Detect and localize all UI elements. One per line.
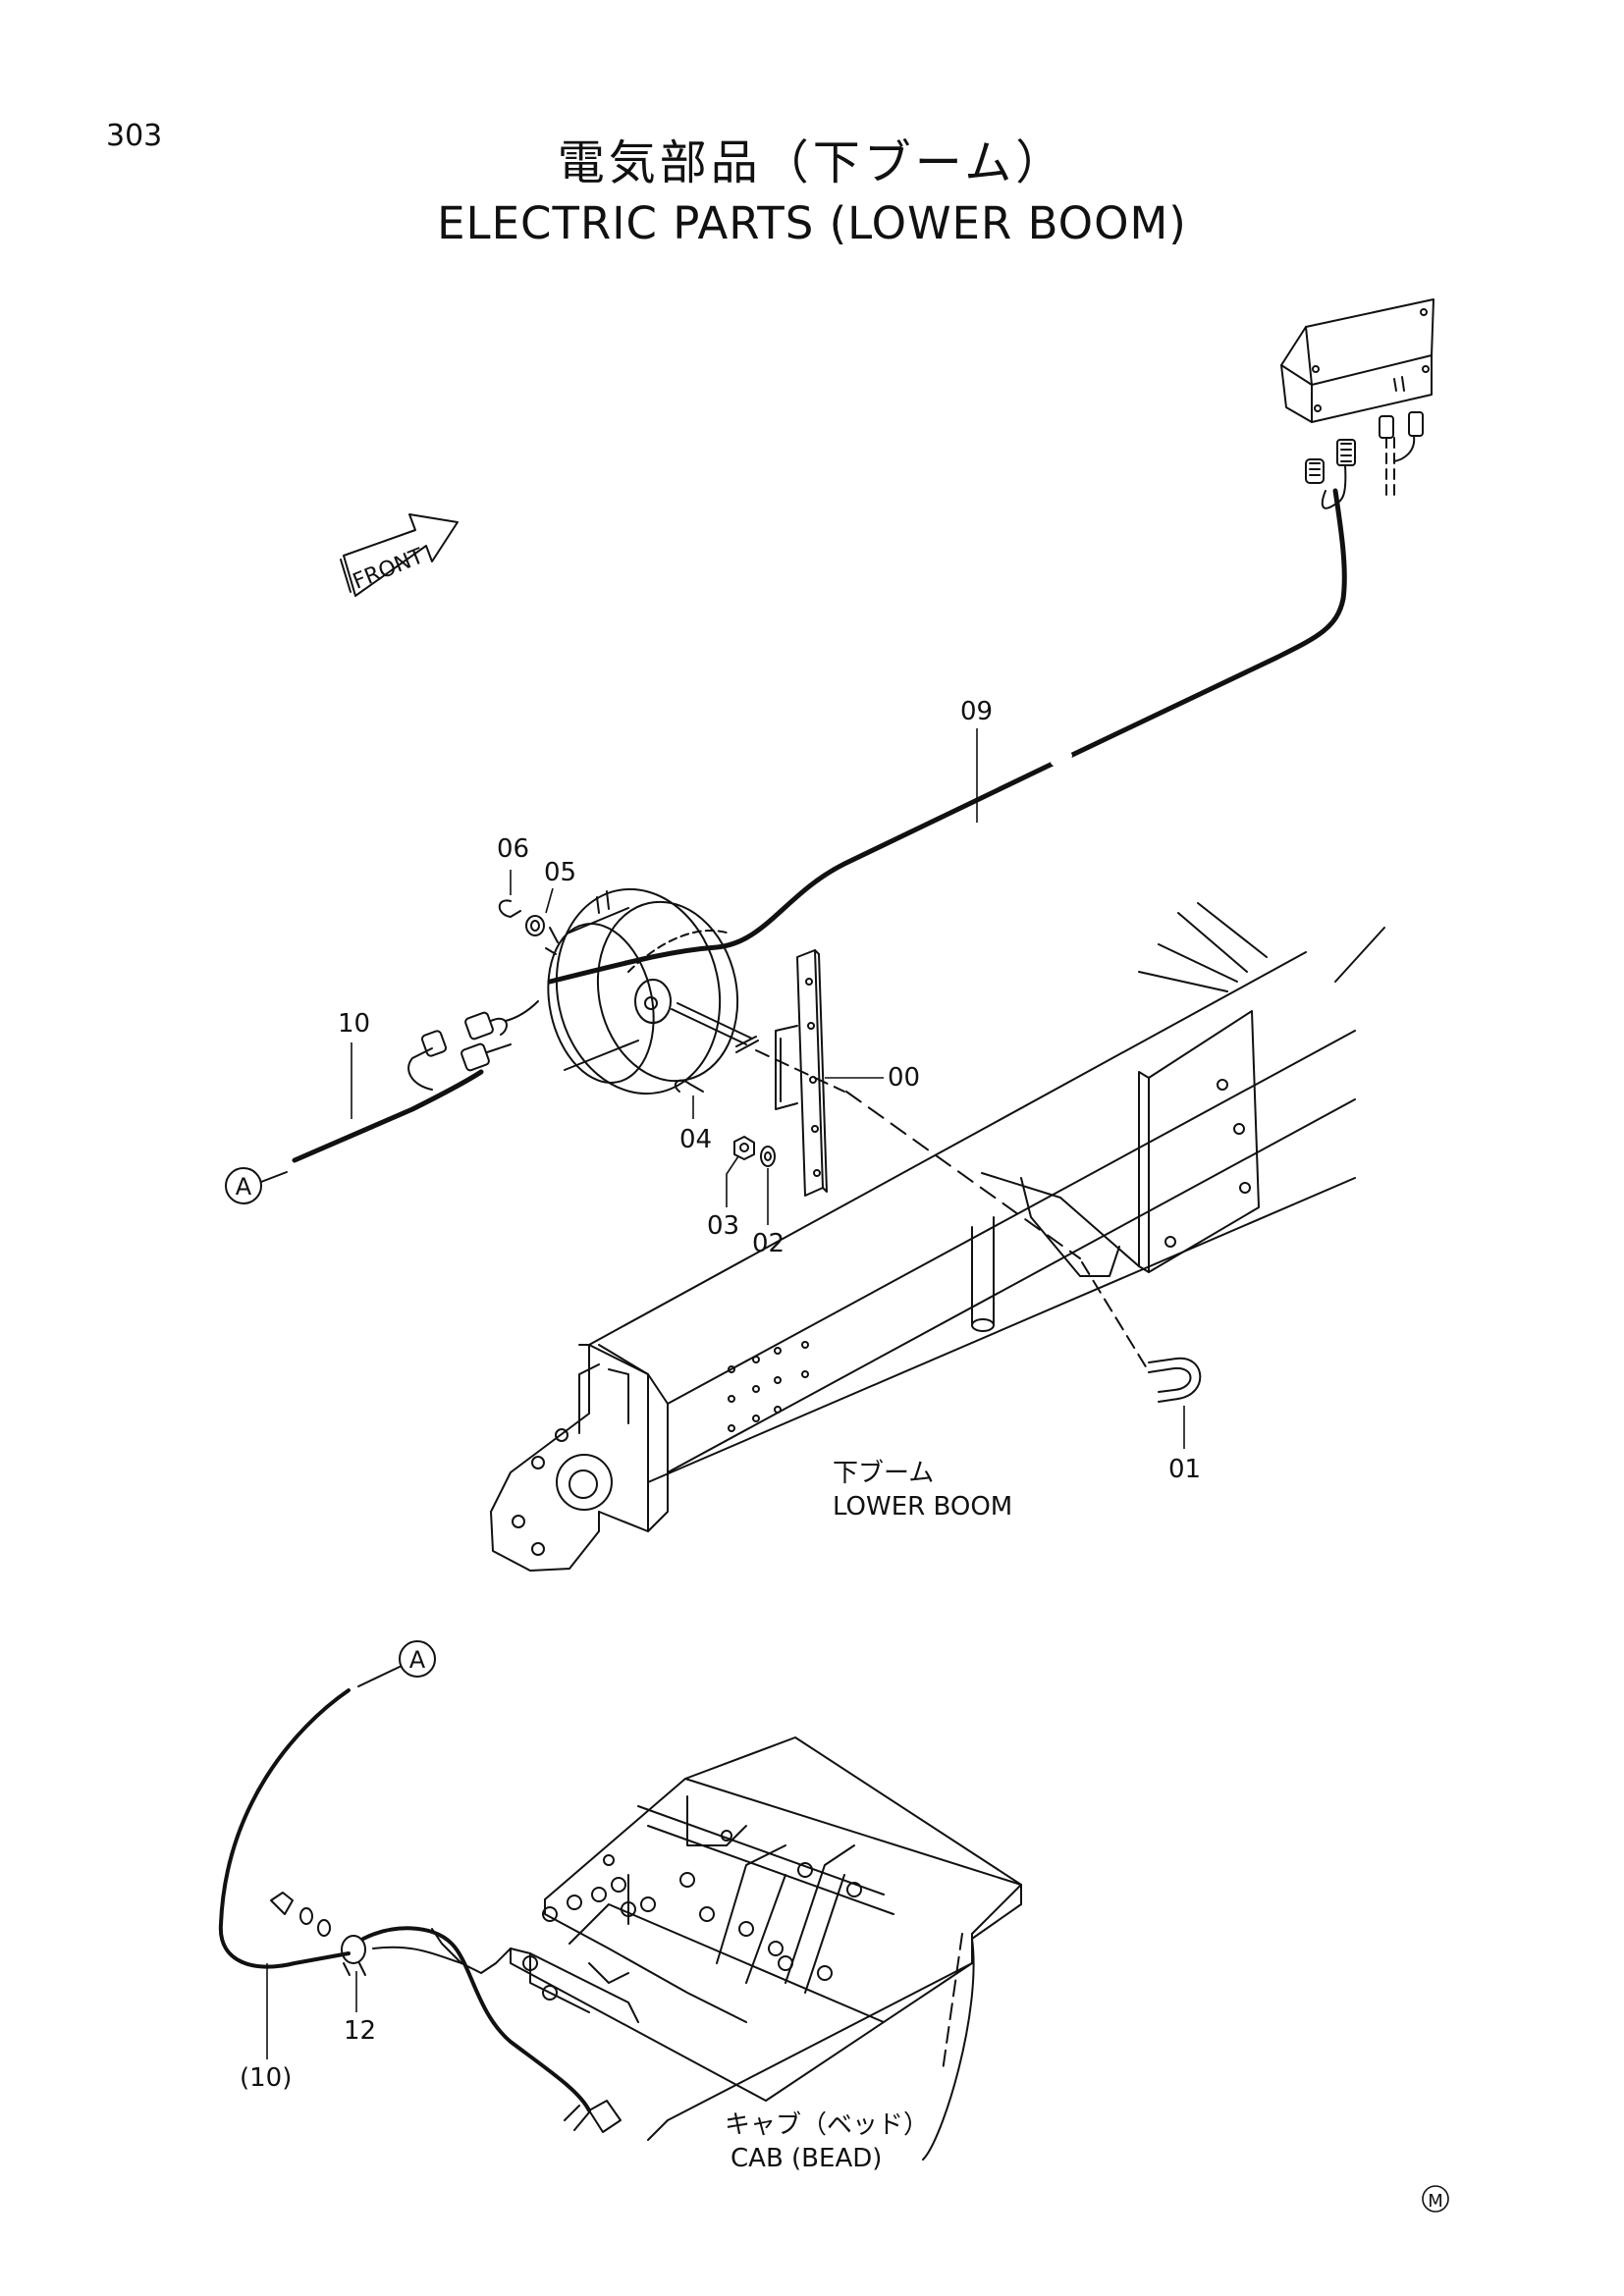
- lower-boom-label-english: LOWER BOOM: [833, 1492, 1013, 1522]
- washer-05: [525, 915, 545, 936]
- lower-boom-label-japanese: 下ブーム: [833, 1459, 935, 1488]
- front-arrow-icon: [340, 513, 459, 597]
- harness-09: [547, 464, 1347, 985]
- callout-00: 00: [888, 1063, 921, 1093]
- bracket-00: [775, 949, 828, 1197]
- u-bolt-01: [1081, 1261, 1202, 1403]
- harness-10: [292, 1000, 539, 1163]
- clip-06: [498, 899, 521, 918]
- wing-nut: [270, 1892, 331, 1937]
- callout-10: 10: [338, 1009, 371, 1039]
- front-arrow-label: FRONT: [350, 544, 428, 595]
- clamp-12: [341, 1935, 366, 1976]
- washer-02: [760, 1146, 776, 1167]
- cable-reel: [545, 887, 739, 1095]
- pin-04: [674, 1079, 704, 1093]
- page-title-japanese: 電気部品（下ブーム）: [557, 135, 1067, 190]
- page-number: 303: [106, 119, 163, 153]
- page-title-english: ELECTRIC PARTS (LOWER BOOM): [437, 197, 1187, 249]
- junction-box: [1280, 298, 1435, 423]
- cab-label-english: CAB (BEAD): [731, 2144, 883, 2173]
- box-connectors: [1305, 411, 1424, 497]
- callout-03: 03: [707, 1211, 740, 1241]
- connector-a-bottom-icon: [357, 1640, 436, 1687]
- callout-06: 06: [497, 834, 530, 864]
- callout-01: 01: [1168, 1455, 1202, 1484]
- callout-12: 12: [344, 2016, 377, 2046]
- callout-05: 05: [544, 858, 577, 887]
- nut-03: [733, 1136, 755, 1160]
- callout-02: 02: [752, 1229, 785, 1258]
- cab-frame: [372, 1736, 1022, 2161]
- cab-label-japanese: キャブ（ベッド）: [725, 2110, 930, 2140]
- u-bolt-leader: [845, 1091, 1081, 1259]
- callout-09: 09: [960, 697, 994, 726]
- harness-10-lower: [218, 1688, 622, 2133]
- lower-boom: [490, 902, 1385, 1572]
- callout-10-reference: (10): [240, 2063, 293, 2093]
- connector-a-top-icon: [225, 1167, 288, 1204]
- callout-04: 04: [679, 1125, 713, 1154]
